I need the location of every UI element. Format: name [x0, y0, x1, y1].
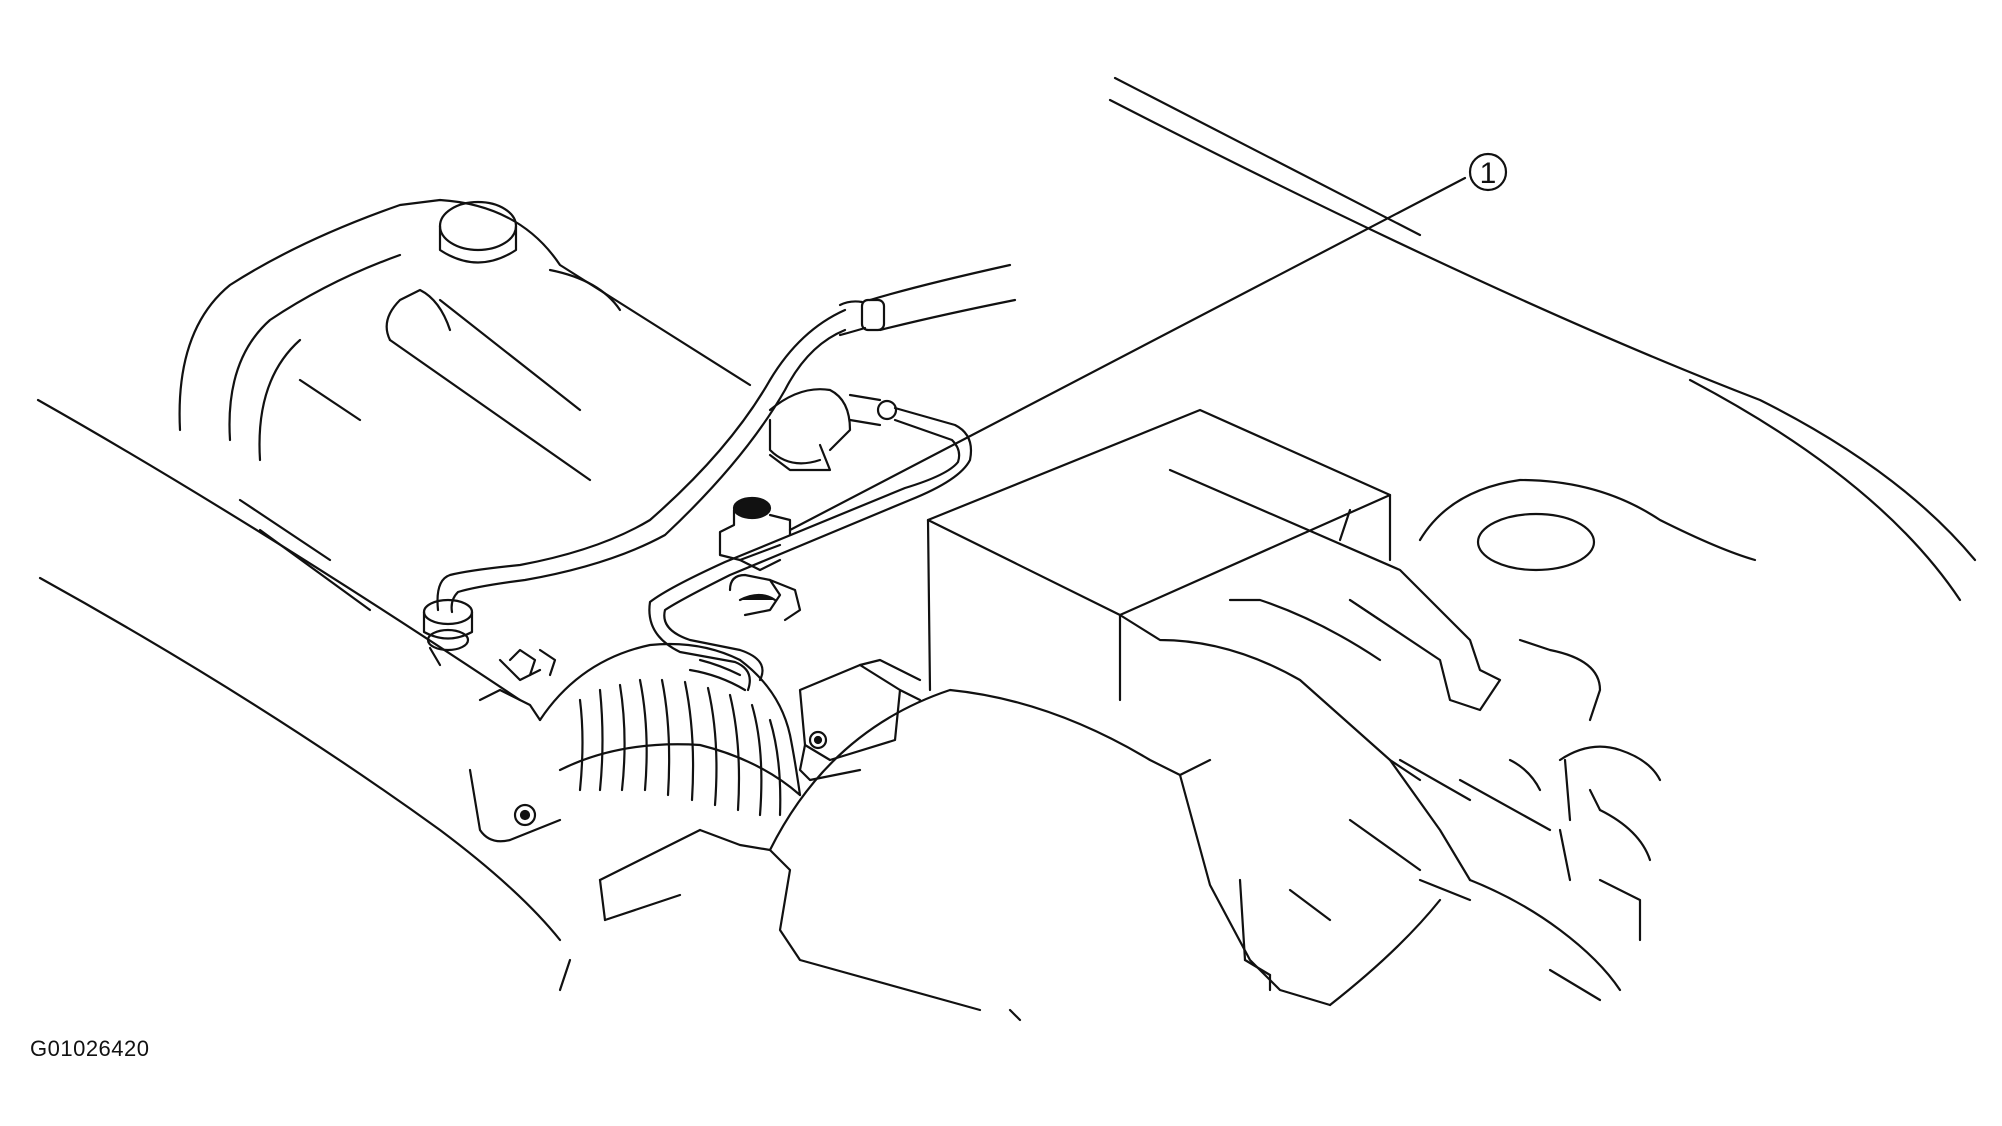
upper-hose	[838, 263, 1017, 337]
intake-fittings	[768, 388, 898, 472]
hood-edge-lines	[1108, 76, 1977, 602]
air-cleaner-box	[598, 598, 1472, 1022]
vacuum-line-right	[648, 406, 973, 692]
sensor-connector	[798, 658, 922, 782]
right-body-details	[1348, 478, 1757, 992]
callout-leader-1	[788, 176, 1467, 532]
oil-filler-cap	[438, 200, 518, 264]
callout-label: 1	[1480, 157, 1497, 190]
figure-code: G01026420	[30, 1036, 150, 1061]
line-connector	[422, 598, 474, 667]
solenoid-valve	[718, 496, 802, 622]
callout-1: 1	[1468, 152, 1508, 192]
fender-lines	[36, 398, 572, 992]
accent-lines	[1288, 818, 1602, 1002]
vacuum-line-left	[436, 308, 847, 614]
intake-duct	[538, 642, 802, 817]
duct-bracket	[468, 648, 562, 843]
battery	[926, 408, 1502, 712]
